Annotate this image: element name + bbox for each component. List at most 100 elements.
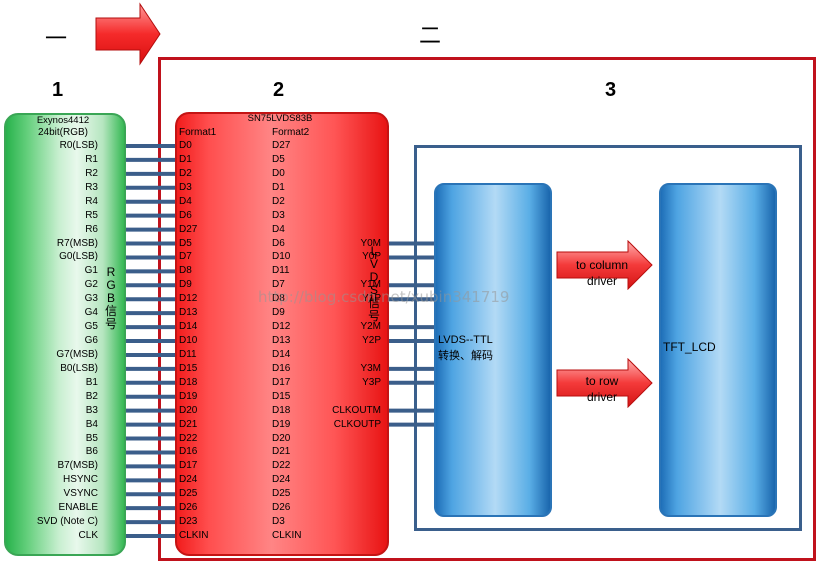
format2-pin: D5	[272, 153, 285, 165]
section-1-number: 1	[52, 79, 64, 101]
format2-pin: D17	[272, 376, 291, 388]
format2-pin: D27	[272, 140, 291, 151]
format1-header: Format1	[179, 127, 217, 138]
tft-lcd-label: TFT_LCD	[663, 340, 716, 354]
lvds-side-char: L	[370, 244, 378, 258]
to-row-arrow-icon	[556, 358, 653, 408]
exynos-pin-label: B2	[85, 390, 98, 402]
format1-pin: D12	[179, 293, 198, 305]
format1-pin: D8	[179, 265, 192, 277]
format1-pin: D13	[179, 307, 198, 319]
format1-pin: D26	[179, 502, 198, 514]
sn75lvds83b-block	[175, 112, 389, 556]
lvds-side-char: 信	[367, 296, 380, 310]
lvds-side-char: D	[369, 270, 379, 284]
exynos-pin-label: R6	[85, 223, 98, 235]
format1-pin: CLKIN	[179, 530, 209, 542]
sn75-title: SN75LVDS83B	[247, 113, 313, 124]
exynos-pin-label: G0(LSB)	[59, 251, 98, 263]
format2-pin: D21	[272, 446, 291, 458]
watermark-text: http://blog.csdn.net/xubin341719	[258, 288, 510, 306]
format1-pin: D6	[179, 209, 192, 221]
exynos-pin-label: B0(LSB)	[60, 362, 98, 374]
format1-pin: D4	[179, 195, 192, 207]
format2-pin: D12	[272, 321, 291, 333]
exynos-pin-label: R7(MSB)	[56, 237, 98, 249]
exynos-pin-label: G6	[84, 335, 98, 347]
exynos-pin-label: VSYNC	[63, 488, 98, 500]
format1-pin: D16	[179, 446, 198, 458]
format1-pin: D9	[179, 279, 192, 291]
format1-pin: D15	[179, 362, 198, 374]
lvds-output-label: Y1P	[362, 293, 381, 305]
lvds-output-label: Y3P	[362, 376, 381, 388]
format2-pin: D22	[272, 460, 291, 472]
rgb-side-char: R	[106, 265, 116, 279]
format2-pin: D2	[272, 195, 285, 207]
lvds-output-label: Y0M	[360, 237, 381, 249]
format1-pin: D2	[179, 167, 192, 179]
stage-two-frame	[158, 57, 816, 561]
rgb-side-char: 号	[104, 317, 117, 331]
stage-one-label: 一	[45, 27, 68, 52]
exynos-pin-label: R3	[85, 181, 98, 193]
to-column-arrow-icon	[556, 240, 653, 290]
format2-pin: D15	[272, 390, 291, 402]
lvds-output-label: Y2P	[362, 335, 381, 347]
rgb-side-char: B	[106, 291, 115, 305]
section-2-number: 2	[273, 79, 285, 101]
exynos-pin-label: SVD (Note C)	[36, 516, 98, 528]
format1-pin: D3	[179, 181, 192, 193]
format2-pin: D1	[272, 181, 285, 193]
exynos-pin-label: G2	[84, 279, 98, 291]
format1-pin: D1	[179, 153, 192, 165]
format2-pin: D11	[272, 265, 290, 277]
lvds-output-label: CLKOUTP	[333, 418, 381, 430]
to-row-label-2: driver	[586, 390, 617, 404]
lvds-side-char: V	[369, 257, 378, 271]
to-column-label-2: driver	[586, 274, 617, 288]
exynos-pin-label: G3	[84, 293, 98, 305]
to-column-label-1: to column	[575, 258, 629, 272]
exynos-pin-label: R5	[85, 209, 98, 221]
lvds-output-label: CLKOUTM	[332, 404, 381, 416]
rgb-side-char: G	[106, 278, 116, 292]
format2-pin: D7	[272, 279, 285, 291]
exynos-pin-label: R1	[85, 153, 98, 165]
format1-pin: D23	[179, 516, 198, 528]
format2-pin: D19	[272, 418, 291, 430]
format2-pin: CLKIN	[272, 530, 302, 542]
exynos-pin-label: B5	[85, 432, 98, 444]
format2-pin: D13	[272, 335, 291, 347]
exynos-pin-label: R0(LSB)	[59, 140, 98, 151]
format1-pin: D17	[179, 460, 198, 472]
format1-pin: D7	[179, 251, 192, 263]
format1-pin: D20	[179, 404, 198, 416]
exynos-pin-label: CLK	[78, 530, 98, 542]
format2-pin: D26	[272, 502, 291, 514]
format1-pin: D22	[179, 432, 198, 444]
to-row-label-1: to row	[585, 374, 619, 388]
format2-pin: D25	[272, 488, 291, 500]
exynos-pin-label: B7(MSB)	[57, 460, 98, 472]
format2-pin: D16	[272, 362, 291, 374]
format2-header: Format2	[272, 127, 310, 138]
format2-pin: D0	[272, 167, 285, 179]
exynos-subtitle: 24bit(RGB)	[37, 127, 88, 138]
format2-pin: D4	[272, 223, 285, 235]
exynos-pin-label: HSYNC	[62, 474, 98, 486]
format2-pin: D8	[272, 293, 285, 305]
exynos-pin-label: B6	[85, 446, 98, 458]
lvds-output-label: Y2M	[360, 321, 381, 333]
lvds-output-label: Y1M	[360, 279, 381, 291]
exynos-pin-label: ENABLE	[58, 502, 98, 514]
format1-pin: D5	[179, 237, 192, 249]
format1-pin: D11	[179, 348, 197, 360]
panel-module-frame	[414, 145, 802, 531]
exynos-rgb-block	[4, 113, 126, 556]
exynos-pin-label: G1	[84, 265, 98, 277]
format1-pin: D10	[179, 335, 198, 347]
